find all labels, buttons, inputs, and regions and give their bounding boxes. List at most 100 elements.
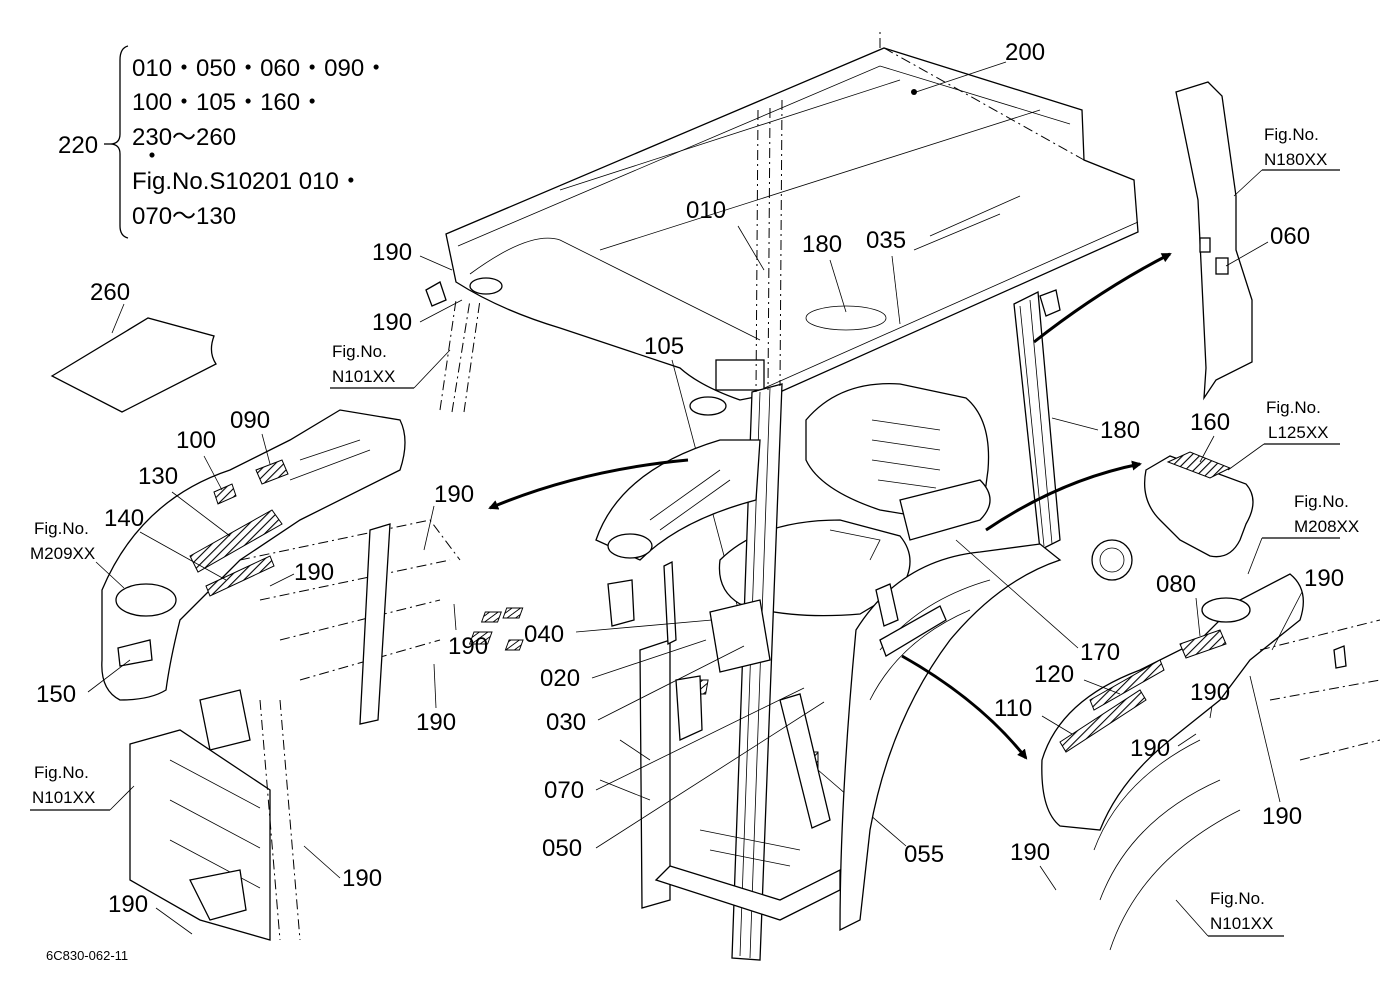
figref-m209-no: M209XX [30,544,95,563]
diagram-code: 6C830-062-11 [46,948,128,963]
figref-l125: Fig.No. L125XX [1227,398,1340,471]
label-120: 120 [1034,661,1074,688]
figref-n101-roof: Fig.No. N101XX [330,342,451,389]
decal-110 [1059,689,1147,753]
front-panel-bracket [189,869,247,921]
label-190-roof-top: 190 [372,239,412,266]
leader-050 [595,701,825,849]
leader-190-lf1 [269,573,295,587]
rear-pillar-clip-1 [1199,237,1211,253]
roof-groove-3 [913,195,1021,251]
label-055: 055 [904,841,944,868]
leader-170 [955,539,1079,649]
roof-lower-edge [759,221,1139,391]
decal-100 [213,483,237,505]
label-160: 160 [1190,409,1230,436]
figref-l125-no: L125XX [1268,423,1329,442]
group-220-line-6: 070～130 [132,203,236,230]
label-190-lf1: 190 [294,559,334,586]
leader-130 [171,491,231,537]
accelerator-pedal [779,693,831,829]
label-130: 130 [138,463,178,490]
leader-180-roof [829,259,847,313]
leader-190-lf3 [453,603,457,631]
leader-120 [1083,679,1121,695]
rear-lever [875,583,899,627]
leader-180-pillar [1051,417,1099,431]
label-020: 020 [540,665,580,692]
decal-sheet-shape [50,317,217,413]
leader-010 [737,225,765,271]
roof-work-lamp-right [689,396,727,416]
pillar-trim-lines [439,299,481,413]
front-panel-plate [709,599,771,673]
figref-n101-rear-fig: Fig.No. [1210,889,1265,908]
label-190-lf3: 190 [448,633,488,660]
leader-190-rf4 [1249,675,1281,803]
leader-190-lf4 [433,663,437,709]
figref-m208: Fig.No. M208XX [1247,492,1359,575]
left-fender-assembly [101,409,461,751]
decal-090 [255,459,289,485]
leader-090 [261,433,271,465]
leader-190-rf1 [1271,591,1303,651]
leader-260 [111,303,125,334]
rear-pillar-clip-2 [1215,257,1229,275]
left-fender-cup [115,583,177,617]
figref-m209-leader [95,561,125,589]
rear-pillar-trim [1175,81,1253,401]
label-080: 080 [1156,571,1196,598]
figref-n180-no: N180XX [1264,150,1327,169]
decal-160 [1166,451,1232,479]
leader-035 [891,255,901,325]
front-left-pillar [639,639,671,909]
seat-back-stitching [871,419,941,489]
label-110: 110 [994,695,1032,722]
rear-fender-grip [879,605,947,657]
pillar-clip [425,281,447,307]
left-fender-shell [101,409,406,701]
figref-n101-rear-leader [1175,899,1209,937]
group-220-callout: 220 010・050・060・090・ 100・105・160・ 230～26… [58,45,388,239]
left-pillar-rod [359,523,391,725]
seat-back [805,382,990,521]
figref-n101-front-no: N101XX [32,788,95,807]
pillar-latch [1039,289,1061,317]
label-050: 050 [542,835,582,862]
front-panel-lines [169,759,261,889]
leader-140 [139,531,227,581]
figref-n101-rear: Fig.No. N101XX [1175,889,1284,937]
leader-190-roof-top [419,255,453,271]
label-030: 030 [546,709,586,736]
label-140: 140 [104,505,144,532]
right-fender-shell [1041,573,1304,831]
right-fender-hidden [1259,619,1380,761]
leader-190-rf5 [1039,865,1057,891]
leader-150 [87,659,131,693]
label-180-pillar: 180 [1100,417,1140,444]
figref-n180-fig: Fig.No. [1264,125,1319,144]
label-190-lf2: 190 [434,481,474,508]
decal-040b [502,607,524,619]
front-pillar-trim [425,281,481,413]
decal-sheet-260: 260 [50,279,217,413]
decal-080 [1179,629,1227,659]
right-fender-cup [1201,597,1251,623]
label-070: 070 [544,777,584,804]
figref-m209: Fig.No. M209XX [30,519,125,589]
label-105: 105 [644,333,684,360]
decal-040 [480,611,502,623]
figref-n101-roof-no: N101XX [332,367,395,386]
roof-edge-line [457,65,1071,247]
front-cup-holder [607,533,653,559]
label-090: 090 [230,407,270,434]
leader-110 [1041,715,1073,735]
leader-070 [595,687,805,791]
arrow-to-l125 [985,460,1142,532]
label-150: 150 [36,681,76,708]
label-060: 060 [1270,223,1310,250]
figref-n101-front-fig: Fig.No. [34,763,89,782]
right-fender-assembly [1041,573,1380,951]
rear-right-pillar [1013,290,1061,552]
front-right-pillar [731,383,783,961]
